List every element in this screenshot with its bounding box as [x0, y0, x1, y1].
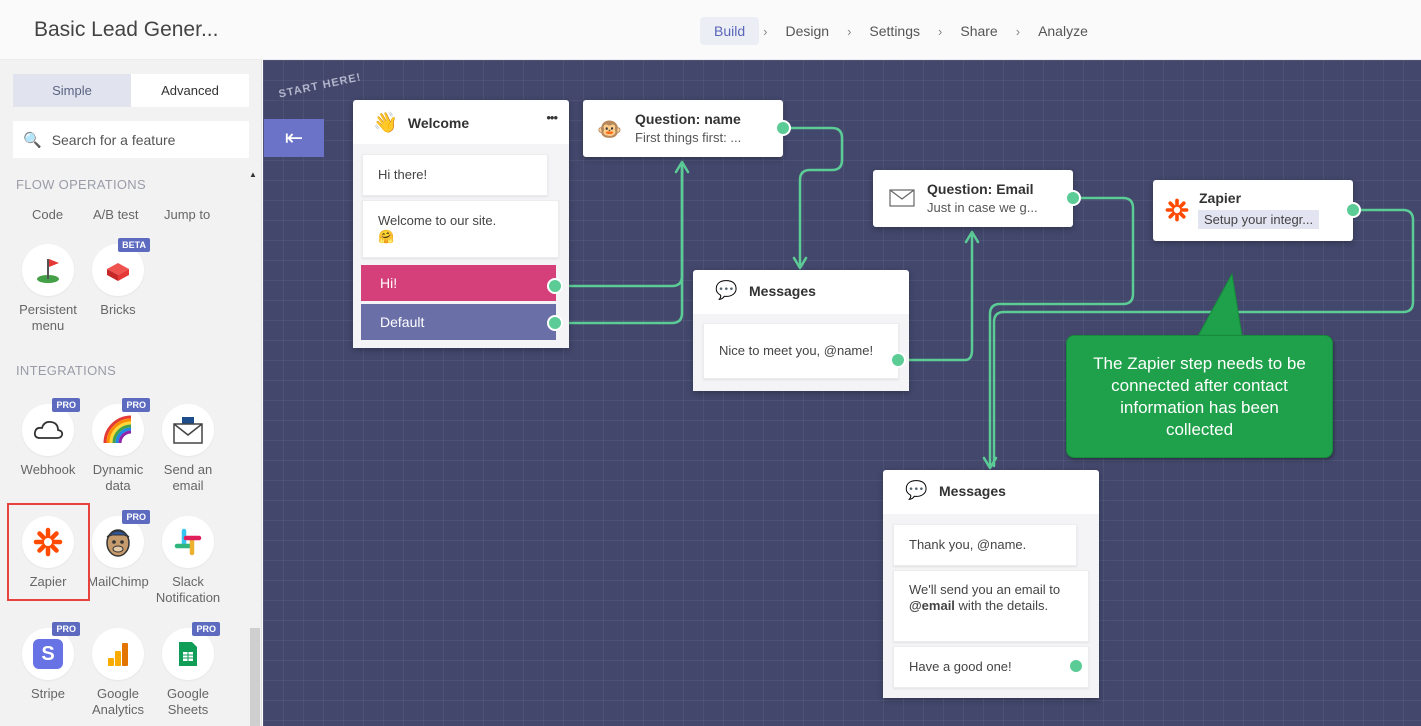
envelope-icon	[162, 404, 214, 456]
speech-bubble-icon: 💬	[905, 480, 928, 500]
collapse-arrow-icon[interactable]: ▲	[249, 170, 257, 179]
feature-slack-notification[interactable]: Slack Notification	[151, 516, 225, 606]
tab-analyze[interactable]: Analyze	[1038, 23, 1088, 39]
connector-dot[interactable]	[547, 315, 563, 331]
feature-google-sheets[interactable]: PRO Google Sheets	[151, 622, 225, 718]
feature-bricks[interactable]: BETA Bricks	[81, 238, 155, 318]
cloud-icon: PRO	[22, 398, 80, 456]
question-email-node[interactable]: Question: Email Just in case we g...	[873, 170, 1073, 227]
connector-dot[interactable]	[775, 120, 791, 136]
connector-dot[interactable]	[890, 352, 906, 368]
tab-design[interactable]: Design	[785, 23, 830, 39]
welcome-message-2[interactable]: Welcome to our site. 🤗	[362, 200, 559, 258]
callout-pointer	[1197, 272, 1243, 337]
ab-test-option[interactable]: A/B test	[93, 207, 139, 222]
monkey-icon: 🐵	[597, 119, 622, 141]
search-icon: 🔍	[23, 131, 42, 149]
messages-2-text-3[interactable]: Have a good one!	[893, 646, 1089, 688]
email-variable: @email	[909, 598, 955, 613]
feature-mailchimp[interactable]: PRO MailChimp	[87, 510, 150, 589]
search-input[interactable]: 🔍 Search for a feature	[13, 121, 249, 158]
zapier-node[interactable]: Zapier Setup your integr...	[1153, 180, 1353, 241]
tab-simple[interactable]: Simple	[13, 74, 131, 107]
jump-to-option[interactable]: Jump to	[164, 207, 211, 222]
zapier-node-subtitle: Setup your integr...	[1198, 210, 1320, 229]
slack-icon	[162, 516, 214, 568]
waving-hand-icon: 👋	[373, 112, 398, 134]
chevron-right-icon: ›	[1015, 23, 1021, 39]
code-option[interactable]: Code	[32, 207, 64, 222]
answer-default-button[interactable]: Default	[361, 304, 556, 340]
rainbow-icon: PRO	[92, 398, 150, 456]
feature-send-email[interactable]: Send an email	[151, 404, 225, 494]
pro-badge: PRO	[52, 398, 80, 412]
envelope-icon	[889, 189, 915, 212]
welcome-message-1[interactable]: Hi there!	[362, 154, 548, 196]
messages-2-title: Messages	[939, 483, 1006, 499]
analytics-icon	[92, 628, 144, 680]
chevron-right-icon: ›	[938, 23, 943, 39]
tab-settings[interactable]: Settings	[869, 23, 921, 39]
chevron-right-icon: ›	[763, 23, 768, 39]
zapier-highlight-box	[7, 503, 90, 601]
sheets-icon: PRO	[162, 622, 220, 680]
question-name-title: Question: name	[635, 111, 741, 127]
pro-badge: PRO	[122, 398, 150, 412]
feature-zapier[interactable]: Zapier	[11, 516, 85, 590]
feature-google-analytics[interactable]: Google Analytics	[81, 628, 155, 718]
welcome-node[interactable]: 👋 Welcome ••• Hi there! Welcome to our s…	[353, 100, 569, 348]
zapier-node-title: Zapier	[1199, 190, 1242, 206]
question-email-subtitle: Just in case we g...	[927, 200, 1038, 215]
tab-share[interactable]: Share	[960, 23, 998, 39]
integrations-heading: INTEGRATIONS	[16, 363, 117, 378]
mailchimp-icon: PRO	[92, 510, 150, 568]
connector-dot[interactable]	[1345, 202, 1361, 218]
pro-badge: PRO	[122, 510, 150, 524]
bot-title[interactable]: Basic Lead Gener...	[34, 18, 219, 41]
beta-badge: BETA	[118, 238, 150, 252]
speech-bubble-icon: 💬	[715, 280, 738, 300]
connector-dot[interactable]	[1068, 658, 1084, 674]
annotation-callout: The Zapier step needs to be connected af…	[1066, 335, 1333, 458]
chevron-right-icon: ›	[847, 23, 852, 39]
welcome-node-title: Welcome	[407, 114, 470, 131]
pro-badge: PRO	[192, 622, 220, 636]
connector-dot[interactable]	[1065, 190, 1081, 206]
pro-badge: PRO	[52, 622, 80, 636]
feature-stripe[interactable]: S PRO Stripe	[11, 622, 85, 702]
question-name-node[interactable]: 🐵 Question: name First things first: ...	[583, 100, 783, 157]
mode-tabs: Simple Advanced	[13, 74, 249, 107]
messages-node-2[interactable]: 💬 Messages Thank you, @name. We'll send …	[883, 470, 1099, 698]
build-steps-nav: Build › Design › Settings › Share › Anal…	[700, 15, 1102, 47]
tab-build[interactable]: Build	[700, 17, 760, 45]
arrow-left-bar-icon: ⇤	[284, 125, 304, 150]
golf-flag-icon	[22, 244, 74, 296]
messages-2-text-2[interactable]: We'll send you an email to @email with t…	[893, 570, 1089, 642]
messages-1-text[interactable]: Nice to meet you, @name!	[703, 323, 899, 379]
search-placeholder: Search for a feature	[51, 131, 176, 148]
messages-2-text-1[interactable]: Thank you, @name.	[893, 524, 1077, 566]
messages-node-1[interactable]: 💬 Messages Nice to meet you, @name!	[693, 270, 909, 391]
brick-icon: BETA	[92, 238, 150, 296]
question-email-title: Question: Email	[927, 181, 1034, 197]
question-name-subtitle: First things first: ...	[635, 130, 742, 145]
stripe-icon: S PRO	[22, 622, 80, 680]
connector-dot[interactable]	[547, 278, 563, 294]
flow-operations-heading: FLOW OPERATIONS	[16, 177, 146, 192]
zapier-icon	[1165, 198, 1189, 227]
start-node-button[interactable]: ⇤	[264, 119, 324, 157]
hugging-face-icon: 🤗	[378, 229, 395, 244]
feature-dynamic-data[interactable]: PRO Dynamic data	[81, 398, 155, 494]
more-options-icon[interactable]: •••	[546, 110, 558, 125]
feature-webhook[interactable]: PRO Webhook	[11, 398, 85, 478]
top-bar: Basic Lead Gener... Build › Design › Set…	[0, 0, 1421, 60]
zapier-icon	[22, 516, 74, 568]
answer-hi-button[interactable]: Hi!	[361, 265, 556, 301]
messages-1-title: Messages	[749, 283, 816, 299]
sidebar-scrollbar[interactable]	[250, 628, 260, 726]
tab-advanced[interactable]: Advanced	[131, 74, 249, 107]
feature-persistent-menu[interactable]: Persistent menu	[11, 244, 85, 334]
feature-sidebar: Simple Advanced 🔍 Search for a feature ▲…	[0, 60, 262, 726]
